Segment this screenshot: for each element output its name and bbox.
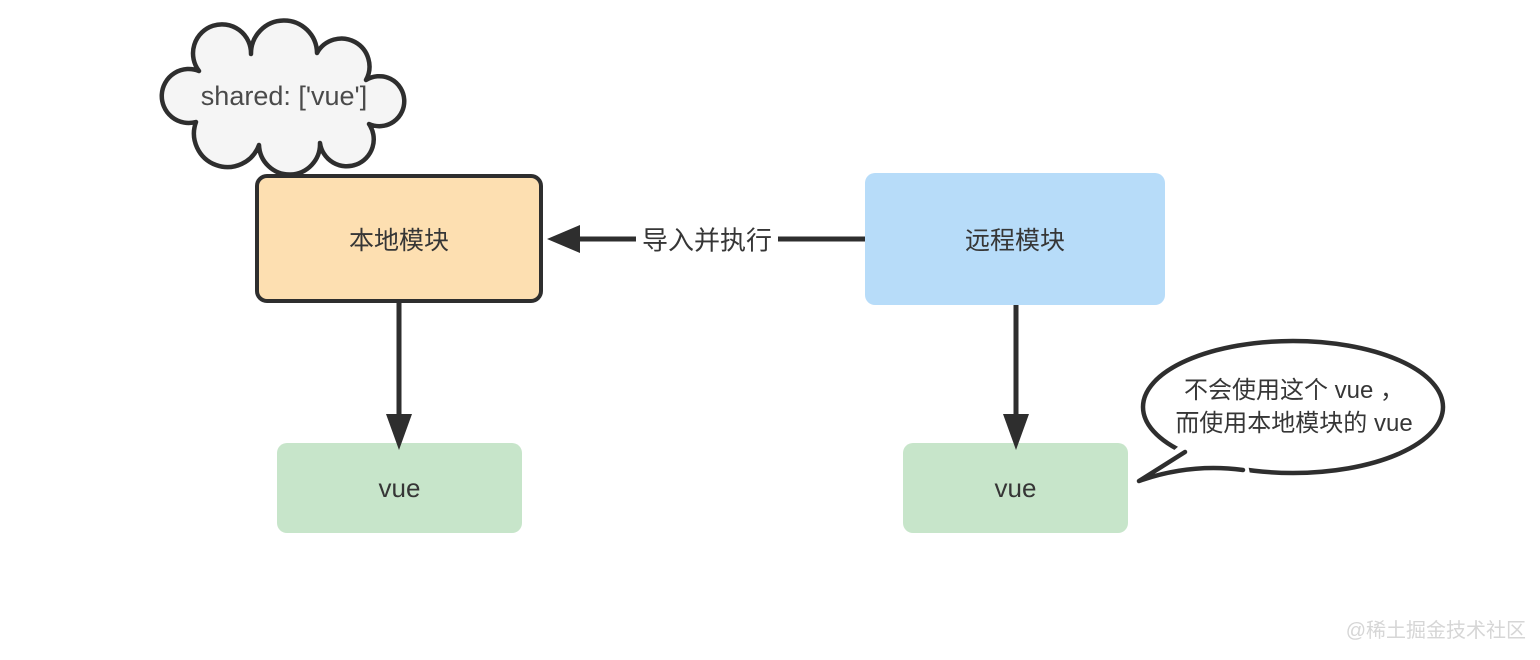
cloud-label: shared: ['vue'] bbox=[200, 80, 368, 111]
local-module-node bbox=[255, 174, 543, 303]
local-down-arrow-head bbox=[386, 414, 412, 450]
local-vue-label: vue bbox=[378, 472, 421, 503]
import-arrow-head bbox=[547, 225, 580, 253]
remote-module-label: 远程模块 bbox=[964, 227, 1065, 255]
import-arrow-label: 导入并执行 bbox=[635, 220, 779, 258]
remote-vue-label: vue bbox=[994, 472, 1037, 503]
speech-bubble-ellipse bbox=[1140, 338, 1446, 476]
speech-bubble-tail-outline bbox=[1136, 449, 1246, 484]
cloud-shape bbox=[159, 18, 407, 177]
remote-down-arrow-head bbox=[1003, 414, 1029, 450]
watermark-text: @稀土掘金技术社区 bbox=[1345, 620, 1526, 642]
remote-vue-node bbox=[903, 443, 1128, 533]
speech-bubble-line-2: 而使用本地模块的 vue bbox=[1175, 410, 1413, 437]
speech-bubble-line-1: 不会使用这个 vue ， bbox=[1183, 377, 1405, 404]
local-module-label: 本地模块 bbox=[348, 226, 449, 255]
local-vue-node bbox=[277, 443, 522, 533]
speech-bubble-text: 不会使用这个 vue ， 而使用本地模块的 vue bbox=[1148, 374, 1440, 440]
remote-module-node bbox=[865, 173, 1165, 305]
